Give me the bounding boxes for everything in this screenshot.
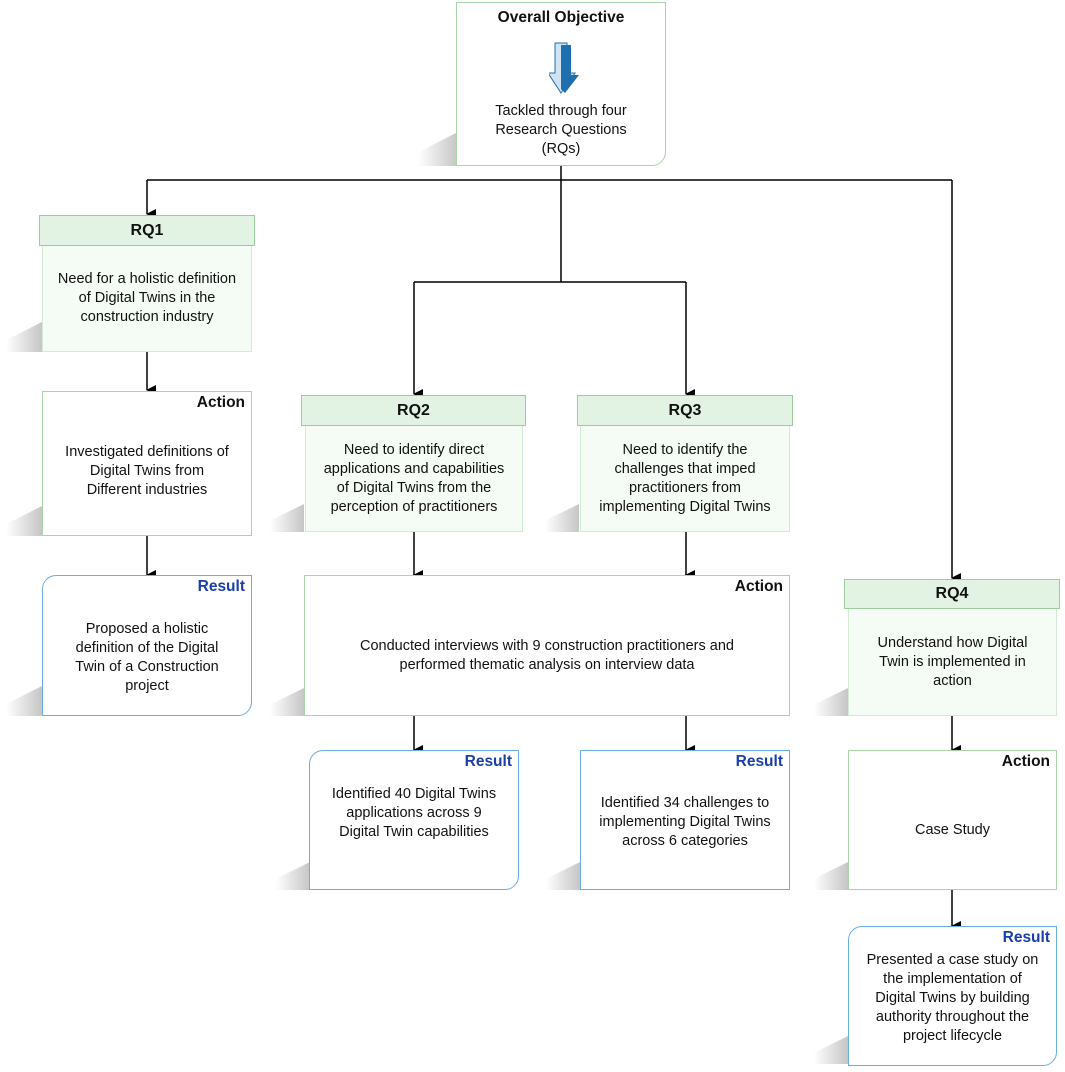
rq4-action-box: Action Case Study <box>848 750 1057 890</box>
rq3-result-text: Identified 34 challenges to implementing… <box>599 795 771 849</box>
shared-action-box: Action Conducted interviews with 9 const… <box>304 575 790 716</box>
rq2-result-text: Identified 40 Digital Twins applications… <box>331 786 497 840</box>
rq1-result-text: Proposed a holistic definition of the Di… <box>75 621 219 694</box>
rq3-result-box: Result Identified 34 challenges to imple… <box>580 750 790 890</box>
rq2-question: Need to identify direct applications and… <box>305 426 523 532</box>
rq2-result-title: Result <box>464 753 512 770</box>
rq1-question: Need for a holistic definition of Digita… <box>42 246 252 352</box>
rq4-action-title: Action <box>1001 753 1050 770</box>
rq3-question: Need to identify the challenges that imp… <box>580 426 790 532</box>
rq2-header: RQ2 <box>301 395 526 426</box>
rq1-action-title: Action <box>196 394 245 411</box>
rq1-result-box: Result Proposed a holistic definition of… <box>42 575 252 716</box>
rq1-action-box: Action Investigated definitions of Digit… <box>42 391 252 536</box>
objective-box: Overall Objective Tackled through four R… <box>456 2 666 166</box>
down-arrow-icon <box>549 42 579 94</box>
rq4-result-box: Result Presented a case study on the imp… <box>848 926 1057 1066</box>
rq3-header: RQ3 <box>577 395 793 426</box>
rq1-header: RQ1 <box>39 215 255 246</box>
rq3-result-title: Result <box>735 753 783 770</box>
rq4-header: RQ4 <box>844 579 1060 609</box>
rq4-question: Understand how Digital Twin is implement… <box>848 609 1057 716</box>
rq1-result-title: Result <box>197 578 245 595</box>
objective-text: Tackled through four Research Questions … <box>495 103 627 157</box>
rq4-result-title: Result <box>1002 929 1050 946</box>
rq2-result-box: Result Identified 40 Digital Twins appli… <box>309 750 519 890</box>
rq4-result-text: Presented a case study on the implementa… <box>866 952 1039 1044</box>
rq4-action-text: Case Study <box>915 822 990 838</box>
shared-action-text: Conducted interviews with 9 construction… <box>360 638 734 673</box>
rq1-action-text: Investigated definitions of Digital Twin… <box>65 444 229 498</box>
objective-title: Overall Objective <box>497 9 625 26</box>
shared-action-title: Action <box>734 578 783 595</box>
